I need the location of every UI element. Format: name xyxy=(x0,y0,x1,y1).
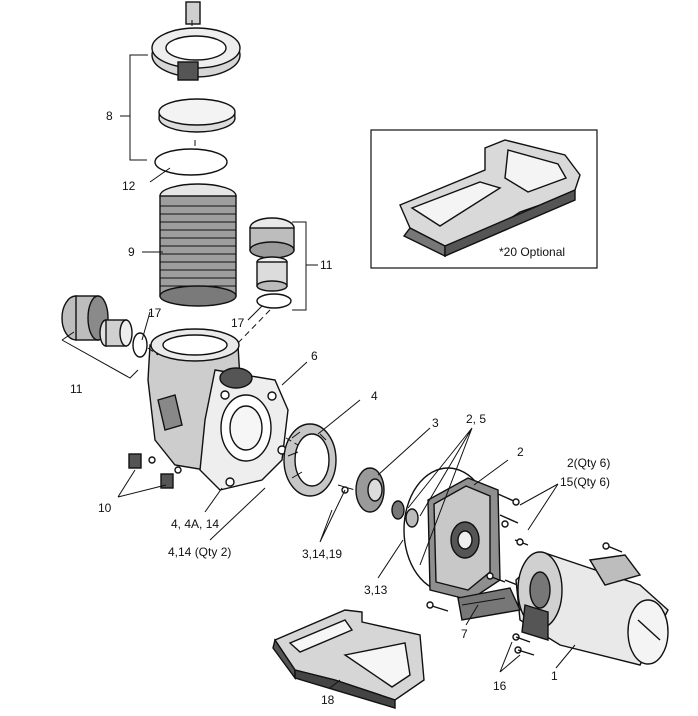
motor-part-1 xyxy=(515,551,669,666)
callout-12: 12 xyxy=(122,179,136,193)
callout-9: 9 xyxy=(128,245,135,259)
callout-11-right: 11 xyxy=(320,258,333,272)
callout-2-5: 2, 5 xyxy=(466,412,486,426)
callout-10: 10 xyxy=(98,501,112,515)
inset-label: *20 Optional xyxy=(499,245,565,259)
leader-lines xyxy=(61,54,576,689)
callout-6: 6 xyxy=(311,349,318,363)
callout-4-4a-14: 4, 4A, 14 xyxy=(171,517,219,531)
union-right-part-11 xyxy=(249,217,295,309)
callout-11-left: 11 xyxy=(70,382,83,396)
seal-parts-2-5 xyxy=(391,500,419,528)
diffuser-part-4 xyxy=(283,423,337,497)
base-part-18 xyxy=(272,609,425,709)
callout-4: 4 xyxy=(371,389,378,403)
callout-2-qty-6: 2(Qty 6) xyxy=(567,456,610,470)
lid-assembly-part-8 xyxy=(151,1,241,133)
callout-17-left: 17 xyxy=(148,306,162,320)
union-left-part-11 xyxy=(61,295,148,358)
callout-2: 2 xyxy=(517,445,524,459)
callout-4-14-qty-2: 4,14 (Qty 2) xyxy=(168,545,231,559)
oring-part-12 xyxy=(154,148,228,176)
drain-plugs-part-10 xyxy=(128,453,182,489)
callout-15-qty-6: 15(Qty 6) xyxy=(560,475,610,489)
bolts-part-16 xyxy=(426,601,535,656)
pump-housing-part-6 xyxy=(147,328,289,491)
callout-labels: 8 12 9 11 17 17 11 6 4 3 2, 5 2 2(Qty 6)… xyxy=(70,109,610,707)
inset-optional-base: *20 Optional xyxy=(370,129,598,269)
callout-1: 1 xyxy=(551,669,558,683)
alignment-lines xyxy=(147,20,356,491)
callout-3: 3 xyxy=(432,416,439,430)
callout-3-14-19: 3,14,19 xyxy=(302,547,342,561)
callout-3-13: 3,13 xyxy=(364,583,388,597)
optional-base-part-20 xyxy=(399,139,581,258)
callout-7: 7 xyxy=(461,627,468,641)
callout-8: 8 xyxy=(106,109,113,123)
seal-plate-part-2 xyxy=(427,477,501,601)
impeller-part-3 xyxy=(341,467,385,513)
callout-18: 18 xyxy=(321,693,335,707)
callout-16: 16 xyxy=(493,679,507,693)
bolts-part-2-15 xyxy=(485,493,623,587)
callout-17-right: 17 xyxy=(231,316,245,330)
basket-part-9 xyxy=(159,183,237,307)
